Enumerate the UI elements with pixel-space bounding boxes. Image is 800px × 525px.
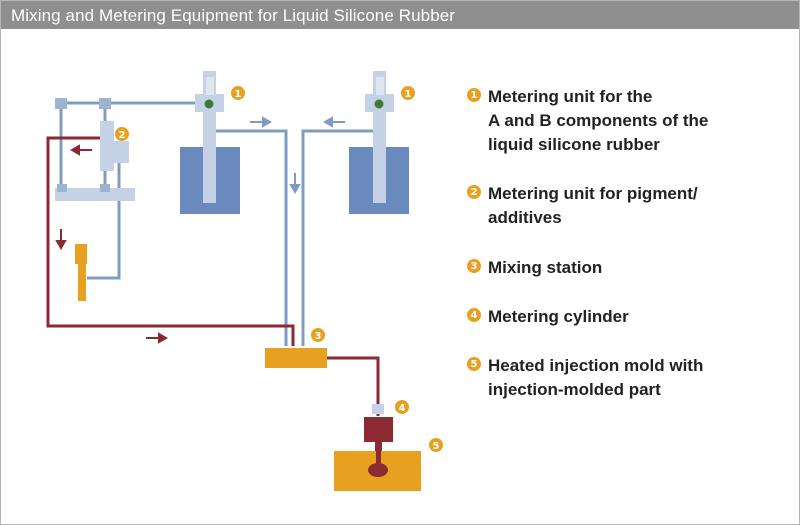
legend-item-5: 5 Heated injection mold with injection-m… [467, 354, 703, 402]
metering-unit-a [180, 71, 240, 214]
pump-side-block [114, 141, 129, 163]
callout-1a: 1 [231, 86, 245, 100]
red-pipeline [46, 136, 380, 416]
pigment-metering-unit [55, 98, 135, 201]
metering-cylinder [364, 404, 393, 453]
valve-a-green [204, 99, 214, 109]
pigment-feed-line [87, 158, 121, 280]
metering-cylinder-nozzle [375, 441, 382, 453]
injection-mold [334, 451, 421, 491]
pump-top-valve-right [99, 98, 111, 109]
legend-text: Metering unit for the A and B components… [488, 87, 709, 154]
piston-b-top [376, 77, 384, 95]
callout-3: 3 [311, 328, 325, 342]
callout-1b-label: 1 [405, 89, 412, 100]
legend-number-badge: 4 [467, 308, 481, 322]
arrow-left-red-icon [69, 144, 92, 156]
callout-5-label: 5 [433, 441, 440, 452]
pigment-cylinder [75, 244, 87, 301]
pump-top-valve-left [55, 98, 67, 109]
callout-1a-label: 1 [235, 89, 242, 100]
legend-text: Metering unit for pigment/ additives [488, 184, 698, 227]
callout-3-label: 3 [315, 331, 322, 342]
legend-text: Mixing station [488, 258, 603, 277]
metering-cylinder-valve [372, 404, 384, 414]
callout-2: 2 [115, 127, 129, 141]
legend-text: Metering cylinder [488, 307, 629, 326]
flow-arrows [55, 116, 345, 344]
legend-number-badge: 3 [467, 259, 481, 273]
callout-5: 5 [429, 438, 443, 452]
pump-foot-left [57, 184, 67, 192]
piston-a-top [206, 77, 214, 95]
pump-foot-right [100, 184, 110, 192]
arrow-down-blue-icon [289, 173, 301, 195]
pigment-return-line [46, 136, 295, 346]
arrow-right-blue-icon [250, 116, 273, 128]
figure-title: Mixing and Metering Equipment for Liquid… [11, 6, 456, 25]
legend-item-2: 2 Metering unit for pigment/ additives [467, 182, 698, 230]
equipment-diagram: 1 1 2 3 4 5 [46, 71, 443, 491]
legend-number-badge: 2 [467, 185, 481, 199]
arrow-left-blue-icon [322, 116, 345, 128]
metering-unit-b [349, 71, 409, 214]
mixing-station [265, 348, 327, 368]
legend-number-badge: 1 [467, 88, 481, 102]
molded-part [368, 463, 388, 477]
pigment-cylinder-body [75, 244, 87, 264]
legend-item-1: 1 Metering unit for the A and B componen… [467, 85, 708, 157]
callout-2-label: 2 [119, 130, 126, 141]
valve-b-green [374, 99, 384, 109]
title-bar: Mixing and Metering Equipment for Liquid… [1, 1, 799, 29]
molded-part-sprue [376, 451, 381, 463]
callout-4-label: 4 [399, 403, 406, 414]
pigment-cylinder-stem [78, 263, 86, 301]
pump-base-plate [55, 188, 135, 201]
pump-cylinder [100, 121, 114, 171]
legend-number-badge: 5 [467, 357, 481, 371]
arrow-down-red-icon [55, 229, 67, 251]
metering-cylinder-body [364, 417, 393, 442]
legend-item-4: 4 Metering cylinder [467, 305, 629, 329]
callout-1b: 1 [401, 86, 415, 100]
arrow-right-red-icon [146, 332, 169, 344]
legend-text: Heated injection mold with injection-mol… [488, 356, 704, 399]
callout-4: 4 [395, 400, 409, 414]
legend-item-3: 3 Mixing station [467, 256, 602, 280]
mix-to-metering-line [326, 356, 380, 416]
